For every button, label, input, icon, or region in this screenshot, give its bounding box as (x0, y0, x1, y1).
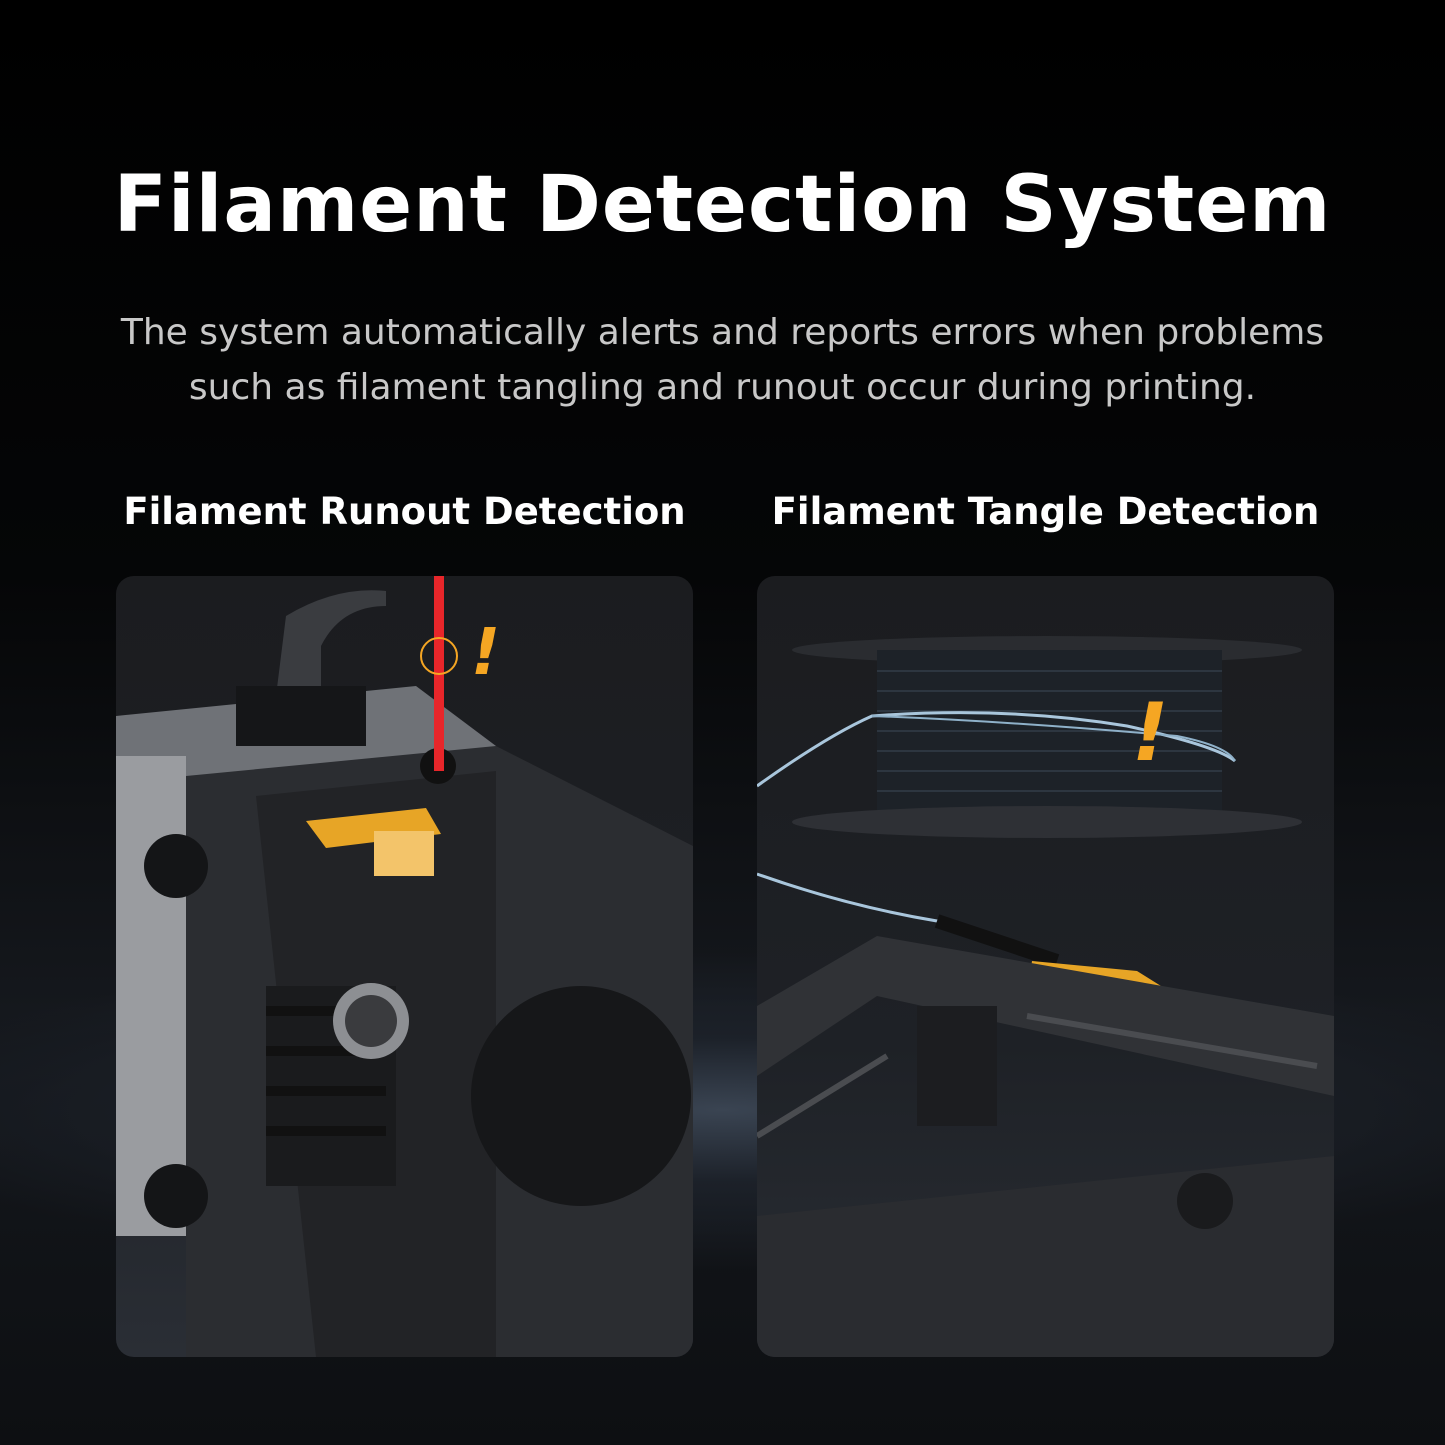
subtitle-line-2: such as filament tangling and runout occ… (188, 367, 1257, 408)
page-title: Filament Detection System (113, 160, 1332, 250)
subtitle-line-1: The system automatically alerts and repo… (120, 312, 1325, 353)
runout-heading: Filament Runout Detection (123, 490, 686, 533)
runout-detection-image: ! (116, 576, 693, 1357)
subtitle: The system automatically alerts and repo… (0, 305, 1445, 415)
tangle-detection-image: ! (757, 576, 1334, 1357)
tangle-alert-icon: ! (1132, 686, 1169, 779)
tangle-heading: Filament Tangle Detection (771, 490, 1320, 533)
runout-alert-icon: ! (471, 616, 501, 690)
spool-illustration (757, 636, 1334, 1357)
extruder-illustration (116, 576, 693, 1357)
broken-filament-marker (420, 637, 458, 675)
